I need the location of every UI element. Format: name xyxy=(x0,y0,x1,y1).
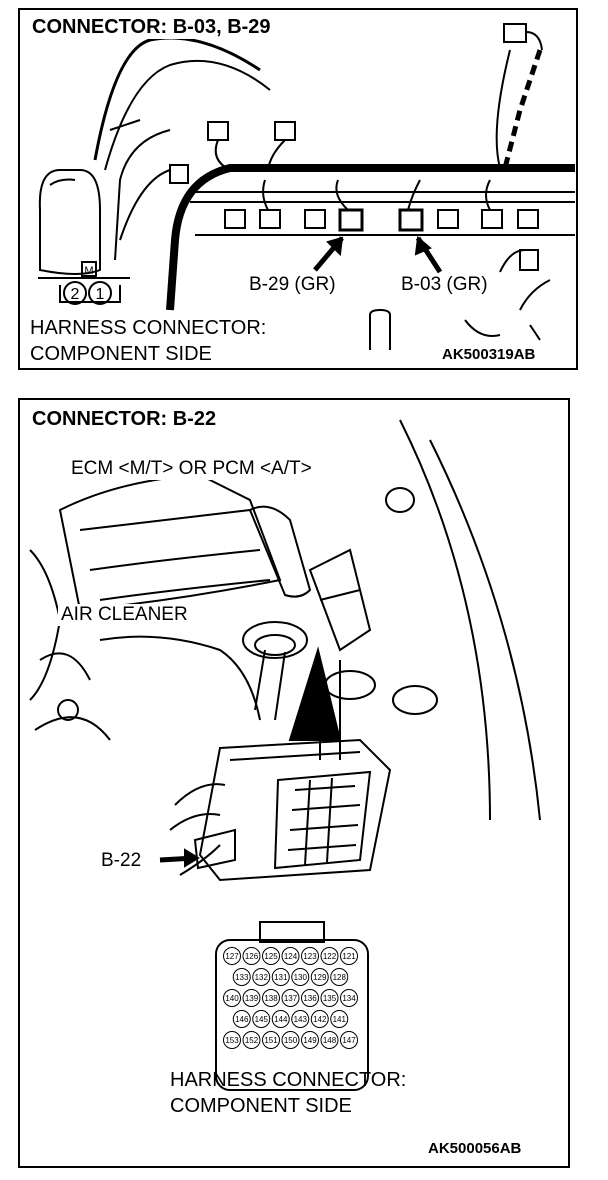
connector-pin-125 xyxy=(262,947,280,965)
connector-pin-label-153: 153 xyxy=(225,1036,239,1045)
ecm-pcm-label: ECM <M/T> OR PCM <A/T> xyxy=(68,458,315,480)
connector-pin-145 xyxy=(252,1010,271,1028)
connector-pin-135 xyxy=(320,989,339,1007)
connector-pin-label-143: 143 xyxy=(294,1015,308,1024)
b03-label: B-03 (GR) xyxy=(398,274,491,296)
connector-b03-b29-panel: M 2 1 CONNECTOR: B-03, B-29 B-29 (GR) B-… xyxy=(18,8,578,370)
figure-code: AK500056AB xyxy=(428,1140,522,1157)
connector-pin-label-140: 140 xyxy=(225,994,239,1003)
connector-pin-label-125: 125 xyxy=(264,952,278,961)
connector-pin-label-137: 137 xyxy=(284,994,298,1003)
relay-pin-1: 1 xyxy=(96,286,105,303)
connector-pin-132 xyxy=(252,968,271,986)
connector-pin-143 xyxy=(291,1010,310,1028)
connector-pin-label-121: 121 xyxy=(342,952,356,961)
connector-pin-152 xyxy=(242,1031,261,1049)
connector-pin-label-131: 131 xyxy=(274,973,288,982)
connector-pin-137 xyxy=(281,989,300,1007)
relay-pin-2: 2 xyxy=(71,286,80,303)
connector-pin-label-133: 133 xyxy=(235,973,249,982)
harness-connector-label: HARNESS CONNECTOR: xyxy=(170,1069,407,1091)
connector-pin-label-122: 122 xyxy=(323,952,337,961)
connector-pin-134 xyxy=(340,989,358,1007)
figure-code: AK500319AB xyxy=(442,346,536,363)
connector-pin-label-129: 129 xyxy=(313,973,327,982)
component-side-label: COMPONENT SIDE xyxy=(170,1095,352,1117)
connector-pin-136 xyxy=(301,989,319,1007)
connector-pin-label-126: 126 xyxy=(245,952,259,961)
connector-pin-150 xyxy=(281,1031,300,1049)
connector-pin-128 xyxy=(330,968,349,986)
harness-connector-label: HARNESS CONNECTOR: xyxy=(30,317,267,339)
connector-pin-grid: 127 126 125 124 123 122 121 133 132 131 130 129 128 1… xyxy=(223,947,358,1049)
b22-label: B-22 xyxy=(101,850,142,871)
connector-pin-label-136: 136 xyxy=(303,994,317,1003)
connector-pin-139 xyxy=(242,989,261,1007)
connector-pin-148 xyxy=(320,1031,339,1049)
connector-pin-123 xyxy=(301,947,319,965)
connector-pin-141 xyxy=(330,1010,349,1028)
connector-pin-124 xyxy=(281,947,300,965)
connector-pin-146 xyxy=(232,1010,251,1028)
connector-pin-label-145: 145 xyxy=(255,1015,269,1024)
engine-bay-illustration-2: 127 126 125 124 123 122 121 133 132 131 130 129 128 1… xyxy=(29,419,541,1091)
connector-pin-label-146: 146 xyxy=(235,1015,249,1024)
connector-pin-label-130: 130 xyxy=(294,973,308,982)
connector-pin-label-150: 150 xyxy=(284,1036,298,1045)
connector-pin-label-147: 147 xyxy=(342,1036,356,1045)
connector-pin-140 xyxy=(223,989,241,1007)
connector-pin-label-134: 134 xyxy=(342,994,356,1003)
connector-pin-label-152: 152 xyxy=(245,1036,259,1045)
connector-pin-153 xyxy=(223,1031,241,1049)
connector-pin-label-144: 144 xyxy=(274,1015,288,1024)
air-cleaner-label: AIR CLEANER xyxy=(58,604,191,626)
connector-pin-133 xyxy=(232,968,251,986)
panel-title: CONNECTOR: B-22 xyxy=(28,408,221,431)
connector-pin-label-123: 123 xyxy=(303,952,317,961)
connector-pin-138 xyxy=(262,989,280,1007)
connector-pin-label-149: 149 xyxy=(303,1036,317,1045)
connector-pin-label-141: 141 xyxy=(333,1015,347,1024)
connector-pin-131 xyxy=(271,968,290,986)
panel-title: CONNECTOR: B-03, B-29 xyxy=(28,16,275,39)
connector-pin-151 xyxy=(262,1031,280,1049)
connector-pin-126 xyxy=(242,947,261,965)
connector-pin-label-128: 128 xyxy=(333,973,347,982)
connector-pin-label-142: 142 xyxy=(313,1015,327,1024)
connector-pin-121 xyxy=(340,947,358,965)
connector-pin-label-139: 139 xyxy=(245,994,259,1003)
connector-pin-label-135: 135 xyxy=(323,994,337,1003)
connector-pin-label-132: 132 xyxy=(255,973,269,982)
connector-pin-129 xyxy=(310,968,329,986)
connector-pin-149 xyxy=(301,1031,319,1049)
connector-pin-147 xyxy=(340,1031,358,1049)
connector-b22-panel: 127 126 125 124 123 122 121 133 132 131 130 129 128 1… xyxy=(18,398,570,1168)
connector-pin-label-151: 151 xyxy=(264,1036,278,1045)
connector-pin-130 xyxy=(291,968,310,986)
connector-pin-142 xyxy=(310,1010,329,1028)
connector-pin-127 xyxy=(223,947,241,965)
connector-pin-label-127: 127 xyxy=(225,952,239,961)
b29-label: B-29 (GR) xyxy=(246,274,339,296)
connector-pin-144 xyxy=(271,1010,290,1028)
relay-mark: M xyxy=(84,265,93,277)
component-side-label: COMPONENT SIDE xyxy=(30,343,212,365)
engine-bay-illustration-1: M 2 1 xyxy=(38,23,575,350)
connector-pin-label-138: 138 xyxy=(264,994,278,1003)
connector-pin-label-124: 124 xyxy=(284,952,298,961)
connector-pin-122 xyxy=(320,947,339,965)
connector-pin-label-148: 148 xyxy=(323,1036,337,1045)
